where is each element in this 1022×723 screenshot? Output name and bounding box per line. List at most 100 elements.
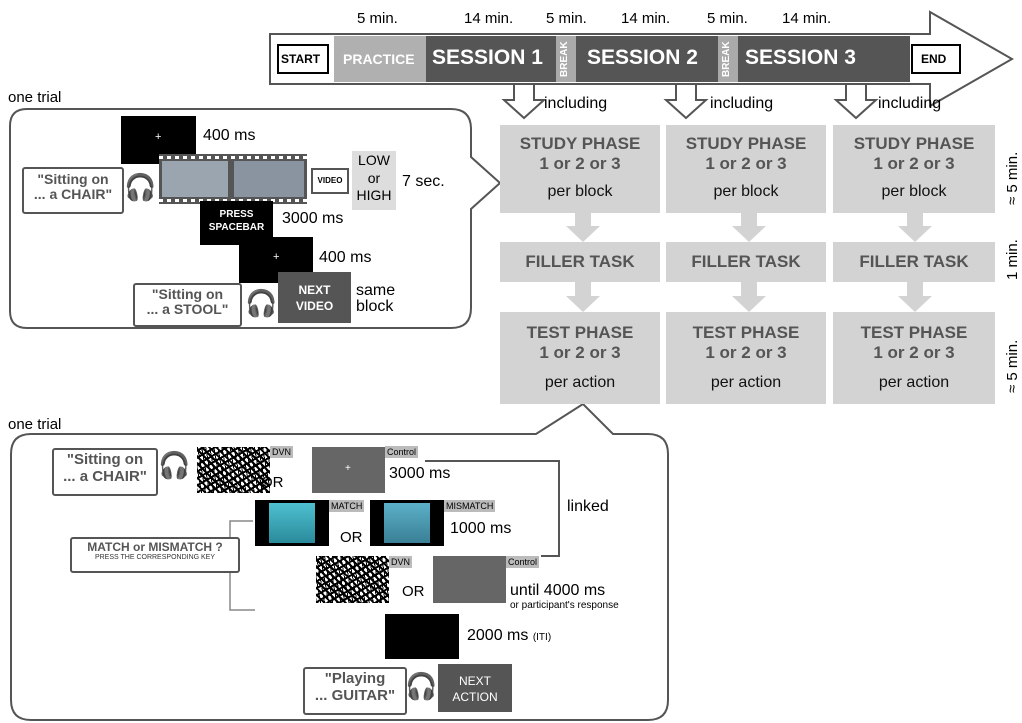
response-time: until 4000 ms: [510, 582, 606, 599]
headphones-icon: 🎧: [124, 172, 157, 202]
including-label-3: including: [878, 95, 942, 112]
test-phase-sub: 1 or 2 or 3: [705, 343, 787, 362]
press-line-1: PRESS: [219, 209, 254, 220]
cue-line-1: "Sitting on: [37, 171, 109, 187]
mismatch-video-screen: [370, 500, 444, 546]
headphones-icon: 🎧: [405, 671, 438, 701]
including-label-1: including: [544, 95, 608, 112]
practice-label: PRACTICE: [343, 51, 415, 67]
next-action-line-2: ACTION: [452, 689, 498, 704]
or-label-3: OR: [402, 583, 425, 600]
next-cue-line-2: ... GUITAR": [314, 686, 396, 704]
break1-label: BREAK: [559, 41, 570, 77]
study-phase-box-3: STUDY PHASE 1 or 2 or 3 per block: [833, 125, 995, 213]
filler-task-box-1: FILLER TASK: [500, 242, 660, 282]
linked-label: linked: [567, 498, 609, 515]
study-phase-per: per block: [881, 183, 947, 200]
video-icon: VIDEO: [311, 168, 349, 194]
test-phase-per: per action: [710, 374, 782, 391]
study-phase-title: STUDY PHASE: [853, 134, 975, 153]
iti-label: (ITI): [532, 632, 552, 643]
match-video-frame: [269, 503, 315, 543]
dvn-noise-image-1: [197, 447, 270, 493]
duration-session3: 14 min.: [782, 10, 832, 27]
fixation-time-2: 400 ms: [319, 249, 372, 266]
test-phase-sub: 1 or 2 or 3: [873, 343, 955, 362]
duration-break1: 5 min.: [546, 10, 587, 27]
phase-arrows: [566, 212, 932, 312]
break2-segment: [718, 36, 738, 82]
including-arrows: [501, 83, 879, 120]
test-trial-bubble: [10, 402, 669, 721]
fixation-cross: +: [273, 251, 280, 263]
or-label-2: OR: [340, 529, 363, 546]
test-phase-box-3: TEST PHASE 1 or 2 or 3 per action: [833, 312, 995, 404]
study-phase-per: per block: [547, 183, 613, 200]
break2-label: BREAK: [721, 41, 732, 77]
study-phase-title: STUDY PHASE: [519, 134, 641, 153]
video-time-test: 1000 ms: [450, 520, 512, 537]
end-label: END: [921, 52, 947, 66]
session1-label: SESSION 1: [432, 46, 543, 69]
quality-or: or: [367, 169, 381, 186]
cue2-line-1: "Sitting on: [151, 286, 224, 302]
dvn-label-2: DVN: [389, 556, 413, 568]
start-label: START: [281, 52, 321, 66]
next-action-screen: NEXT ACTION: [438, 664, 512, 712]
including-label-2: including: [710, 95, 774, 112]
duration-session2: 14 min.: [621, 10, 671, 27]
match-question-box: MATCH or MISMATCH ? PRESS THE CORRESPOND…: [70, 537, 240, 573]
control-screen-1: +: [312, 447, 385, 493]
test-cue-line-1: "Sitting on: [66, 451, 144, 468]
cue-sentence-chair: "Sitting on ... a CHAIR": [22, 167, 124, 214]
study-phase-sub: 1 or 2 or 3: [539, 154, 621, 173]
test-phase-title: TEST PHASE: [860, 323, 968, 342]
question-text: MATCH or MISMATCH ?: [87, 540, 223, 554]
same-block-line-2: block: [356, 298, 394, 315]
side-duration-test: ≈ 5 min.: [1004, 339, 1021, 393]
press-time: 3000 ms: [282, 210, 344, 227]
study-phase-box-2: STUDY PHASE 1 or 2 or 3 per block: [666, 125, 826, 213]
study-trial-bubble: [9, 108, 502, 329]
session2-label: SESSION 2: [587, 46, 698, 69]
cue2-line-2: ... a STOOL": [146, 301, 229, 318]
test-phase-title: TEST PHASE: [692, 323, 800, 342]
test-phase-per: per action: [878, 374, 950, 391]
control-label-2: Control: [506, 556, 540, 568]
test-cue-line-2: ... a CHAIR": [63, 467, 147, 485]
test-cue-sentence-chair: "Sitting on ... a CHAIR": [52, 448, 158, 496]
match-video-screen: [255, 500, 329, 546]
side-duration-filler: 1 min.: [1004, 239, 1021, 280]
test-phase-per: per action: [544, 374, 616, 391]
study-phase-box-1: STUDY PHASE 1 or 2 or 3 per block: [500, 125, 660, 213]
next-action-line-1: NEXT: [458, 674, 491, 688]
fixation-cross: +: [345, 463, 351, 474]
side-duration-study: ≈ 5 min.: [1004, 151, 1021, 205]
control-screen-2: [433, 556, 506, 603]
prime-time: 3000 ms: [389, 465, 451, 482]
next-cue-sentence-guitar: "Playing ... GUITAR": [303, 667, 407, 715]
test-trial-label: one trial: [8, 416, 62, 433]
iti-time-value: 2000 ms: [467, 627, 529, 644]
session3-label: SESSION 3: [745, 46, 856, 69]
video-filmstrip: [159, 154, 307, 204]
filler-task-box-2: FILLER TASK: [666, 242, 826, 282]
headphones-icon: 🎧: [245, 288, 278, 318]
control-label-1: Control: [385, 446, 419, 458]
study-trial-label: one trial: [8, 89, 62, 106]
mismatch-label: MISMATCH: [444, 500, 496, 512]
response-subtext: or participant's response: [510, 600, 619, 611]
same-block-label: same block: [356, 283, 395, 315]
video-frame-2: [234, 161, 304, 197]
quality-low: LOW: [358, 152, 390, 168]
duration-practice: 5 min.: [357, 10, 398, 27]
study-phase-title: STUDY PHASE: [685, 134, 807, 153]
test-phase-title: TEST PHASE: [526, 323, 634, 342]
sessions-segment: [426, 36, 910, 82]
dvn-noise-image-2: [316, 556, 389, 603]
duration-session1: 14 min.: [464, 10, 514, 27]
match-label: MATCH: [329, 500, 365, 512]
dvn-label-1: DVN: [270, 446, 294, 458]
fixation-cross: +: [155, 131, 162, 143]
